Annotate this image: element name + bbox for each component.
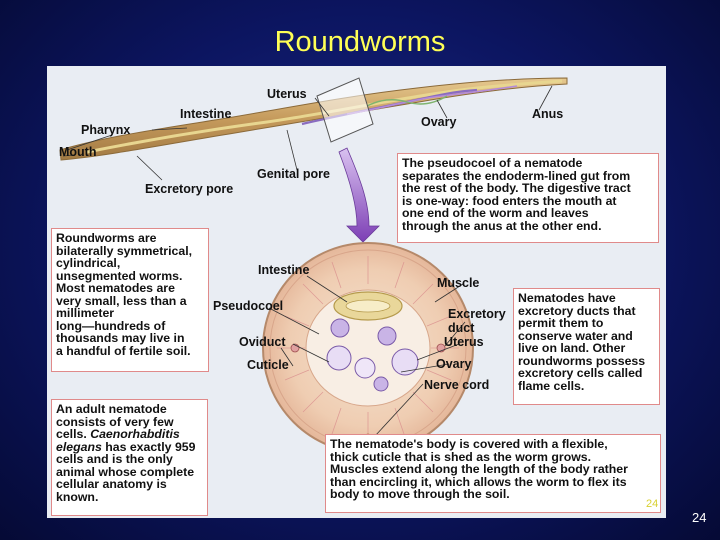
excretory-box-line: roundworms possess (518, 353, 646, 368)
excretory-info-box: Nematodes have excretory ducts that perm… (513, 288, 660, 405)
symmetry-box-line: Roundworms are (56, 231, 157, 245)
cuticle-box-line: Muscles extend along the length of the b… (330, 462, 628, 476)
label-anus: Anus (532, 107, 564, 121)
symmetry-box-line: a handful of fertile soil. (56, 343, 191, 358)
label-cs-pseudocoel: Pseudocoel (213, 299, 284, 313)
celegans-box-line: elegans has exactly 959 (56, 439, 203, 454)
label-cs-intestine: Intestine (258, 263, 310, 277)
celegans-box-line: known. (56, 489, 99, 504)
pseudocoel-box-line: is one-way: food enters the mouth at (402, 193, 617, 208)
label-cs-cuticle: Cuticle (247, 358, 289, 372)
celegans-box-text: cells. (56, 427, 91, 441)
symmetry-box-line: unsegmented worms. (56, 268, 183, 283)
pseudocoel-info-box: The pseudocoel of a nematode separates t… (397, 153, 659, 243)
symmetry-box-line: bilaterally symmetrical, (56, 243, 193, 258)
label-cs-ovary: Ovary (436, 357, 472, 371)
label-cs-excretory: Excretory (448, 307, 506, 321)
label-cs-oviduct: Oviduct (239, 335, 286, 349)
excretory-box-line: excretory ducts that (518, 303, 636, 318)
excretory-box-line: Nematodes have (518, 291, 616, 305)
worm-illustration (59, 77, 568, 181)
cuticle-box-line: body to move through the soil. (330, 487, 510, 501)
pseudocoel-box-line: The pseudocoel of a nematode (402, 156, 583, 170)
celegans-box-line: animal whose complete (56, 464, 195, 479)
excretory-box-line: excretory cells called (518, 366, 643, 380)
symmetry-box-line: thousands may live in (56, 331, 185, 345)
symmetry-box-line: long—hundreds of (56, 318, 166, 333)
symmetry-box-line: millimeter (56, 306, 115, 320)
excretory-box-line: permit them to (518, 316, 604, 330)
cuticle-box-line: than encircling it, which allows the wor… (330, 474, 627, 489)
cross-section (262, 242, 474, 454)
celegans-info-box: An adult nematode consists of very few c… (51, 399, 208, 516)
cuticle-info-box: The nematode's body is covered with a fl… (325, 434, 661, 513)
label-ovary: Ovary (421, 115, 457, 129)
label-genital-pore: Genital pore (257, 167, 330, 181)
label-cs-duct: duct (448, 321, 475, 335)
label-cs-muscle: Muscle (437, 276, 480, 290)
label-cs-uterus: Uterus (444, 335, 484, 349)
pseudocoel-box-line: the rest of the body. The digestive trac… (402, 181, 631, 195)
symmetry-box-line: Most nematodes are (56, 281, 175, 295)
excretory-box-line: flame cells. (518, 378, 585, 393)
symmetry-box-line: very small, less than a (56, 293, 187, 308)
label-mouth: Mouth (59, 145, 97, 159)
pseudocoel-box-line: separates the endoderm-lined gut from (402, 168, 631, 183)
pseudocoel-box-line: one end of the worm and leaves (402, 206, 589, 220)
celegans-box-line: cellular anatomy is (56, 477, 167, 491)
celegans-genus-name: Caenorhabditis (90, 427, 180, 441)
celegans-box-line: cells. Caenorhabditis (56, 428, 203, 441)
celegans-species-name: elegans (56, 439, 102, 454)
cuticle-box-line: thick cuticle that is shed as the worm g… (330, 449, 592, 464)
celegans-box-text: has exactly 959 (101, 439, 196, 454)
symmetry-info-box: Roundworms are bilaterally symmetrical, … (51, 228, 209, 372)
celegans-box-line: cells and is the only (56, 452, 173, 466)
diagram-art (59, 77, 568, 454)
label-cs-nerve-cord: Nerve cord (424, 378, 490, 392)
celegans-box-line: consists of very few (56, 414, 174, 429)
label-intestine: Intestine (180, 107, 232, 121)
curved-arrow (338, 147, 380, 243)
watermark-number: 24 (646, 498, 659, 510)
page-number: 24 (692, 510, 707, 525)
cuticle-box-line: The nematode's body is covered with a fl… (330, 437, 608, 451)
label-pharynx: Pharynx (81, 123, 131, 137)
pseudocoel-box-line: through the anus at the other end. (402, 218, 602, 233)
label-excretory-pore: Excretory pore (145, 182, 234, 196)
excretory-box-line: conserve water and (518, 328, 633, 343)
celegans-box-line: An adult nematode (56, 402, 167, 416)
symmetry-box-line: cylindrical, (56, 256, 121, 270)
label-uterus: Uterus (267, 87, 307, 101)
excretory-box-line: live on land. Other (518, 341, 626, 355)
slide-title: Roundworms (274, 26, 446, 58)
figure-panel: Uterus Intestine Pharynx Mouth Ovary Anu… (47, 66, 666, 518)
